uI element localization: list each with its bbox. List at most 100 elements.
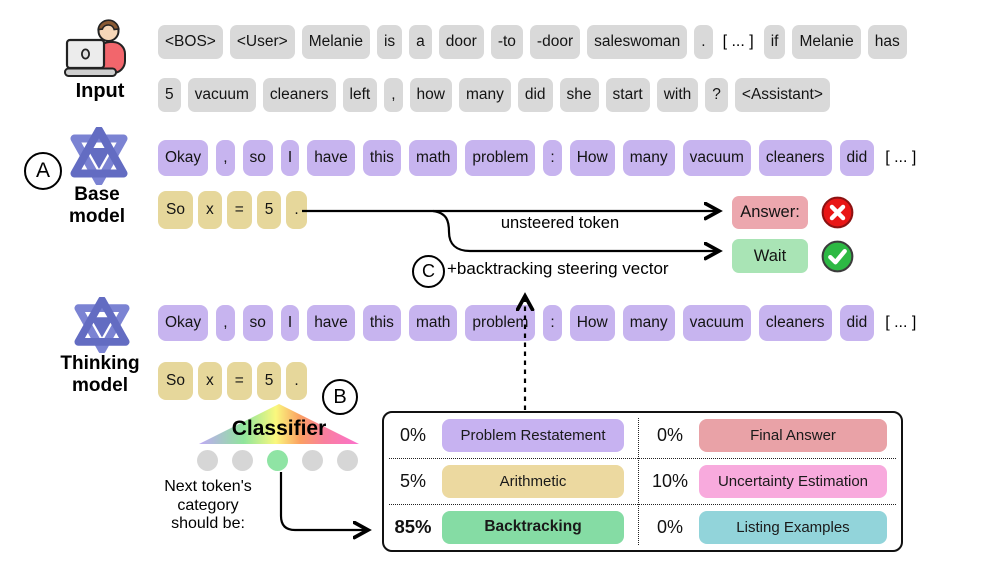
- token: she: [559, 78, 599, 112]
- token: left: [342, 78, 378, 112]
- table-row: 10% Uncertainty Estimation: [641, 459, 901, 505]
- base-model-label: Base model: [69, 184, 125, 228]
- logo-up-triangle: [70, 127, 128, 178]
- category-pill-arithmetic: Arithmetic: [442, 465, 624, 498]
- token: Melanie: [301, 25, 370, 59]
- unsteered-token-box: Answer:: [732, 196, 808, 229]
- token: How: [569, 305, 615, 341]
- token: Okay: [158, 305, 209, 341]
- category-pill-final-answer: Final Answer: [699, 419, 887, 453]
- laptop-base: [64, 67, 117, 77]
- category-pill-backtracking: Backtracking: [442, 510, 624, 544]
- token: -to: [490, 25, 523, 59]
- token: :: [543, 140, 562, 176]
- table-left-column: 0% Problem Restatement 5% Arithmetic 85%…: [384, 413, 640, 550]
- category-pill-listing-examples: Listing Examples: [699, 510, 887, 544]
- token: =: [226, 191, 252, 229]
- steered-token-box: Wait: [732, 239, 808, 273]
- input-label: Input: [75, 80, 125, 102]
- next-token-caption: Next token's category should be:: [164, 478, 252, 533]
- token: cleaners: [262, 78, 336, 112]
- token: start: [605, 78, 650, 112]
- logo-down-triangle: [70, 134, 128, 185]
- classifier-triangle: [199, 404, 359, 444]
- green-check-icon: [821, 240, 854, 273]
- table-row: 5% Arithmetic: [384, 459, 640, 505]
- probability-value: 10%: [651, 471, 689, 491]
- token: did: [517, 78, 553, 112]
- probability-value: 85%: [394, 516, 432, 538]
- token: have: [307, 140, 355, 176]
- token: how: [409, 78, 452, 112]
- token: vacuum: [682, 140, 751, 176]
- token: -door: [529, 25, 581, 59]
- token: math: [408, 140, 458, 176]
- token: math: [408, 305, 458, 341]
- classifier-dot: [302, 450, 323, 471]
- ellipsis-text: [ ... ]: [885, 149, 917, 166]
- category-pill-problem-restatement: Problem Restatement: [442, 419, 624, 453]
- label-badge-c: C: [412, 255, 445, 288]
- token: a: [409, 25, 432, 59]
- token: cleaners: [758, 305, 832, 341]
- logo-down-triangle: [74, 304, 130, 353]
- steering-vector-label: +backtracking steering vector: [447, 259, 669, 278]
- token: x: [197, 191, 222, 229]
- token: door: [438, 25, 484, 59]
- classifier-dot: [197, 450, 218, 471]
- ellipsis-text: [ ... ]: [722, 33, 754, 50]
- token: <User>: [229, 25, 295, 59]
- token: this: [362, 140, 401, 176]
- token: I: [280, 140, 300, 176]
- laptop-logo: [80, 48, 90, 60]
- token: x: [197, 362, 222, 400]
- token: vacuum: [187, 78, 256, 112]
- token: so: [242, 140, 273, 176]
- token: many: [622, 305, 675, 341]
- table-row: 0% Problem Restatement: [384, 413, 640, 459]
- token: <Assistant>: [734, 78, 830, 112]
- category-pill-uncertainty-estimation: Uncertainty Estimation: [699, 465, 887, 498]
- token: many: [458, 78, 511, 112]
- token: ,: [384, 78, 403, 112]
- token: this: [362, 305, 401, 341]
- table-row: 85% Backtracking: [384, 504, 640, 550]
- token: ,: [216, 305, 235, 341]
- token: Melanie: [792, 25, 861, 59]
- classifier-category-dots: [197, 450, 358, 471]
- token: How: [569, 140, 615, 176]
- token: So: [158, 362, 193, 400]
- token: many: [622, 140, 675, 176]
- probability-value: 0%: [399, 425, 426, 446]
- classifier-dot-active: [267, 450, 288, 471]
- red-cross-icon: [821, 196, 854, 229]
- token: have: [307, 305, 355, 341]
- token: is: [376, 25, 403, 59]
- table-row: 0% Final Answer: [641, 413, 901, 459]
- classifier-label: Classifier: [231, 417, 327, 440]
- table-right-column: 0% Final Answer 10% Uncertainty Estimati…: [641, 413, 901, 550]
- token: has: [867, 25, 907, 59]
- table-row: 0% Listing Examples: [641, 504, 901, 550]
- token: 5: [256, 362, 282, 400]
- table-divider-horizontal-2: [389, 504, 896, 505]
- logo-center-triangle: [87, 148, 111, 169]
- token: ?: [705, 78, 728, 112]
- token: 5: [256, 191, 282, 229]
- token: vacuum: [682, 305, 751, 341]
- classifier-dot: [232, 450, 253, 471]
- probability-value: 0%: [656, 516, 683, 537]
- token: did: [839, 140, 875, 176]
- label-badge-b: B: [322, 379, 358, 415]
- token: .: [286, 191, 307, 229]
- token: .: [694, 25, 713, 59]
- person-hair: [97, 19, 120, 31]
- token: problem: [465, 140, 536, 176]
- probability-value: 0%: [656, 425, 683, 446]
